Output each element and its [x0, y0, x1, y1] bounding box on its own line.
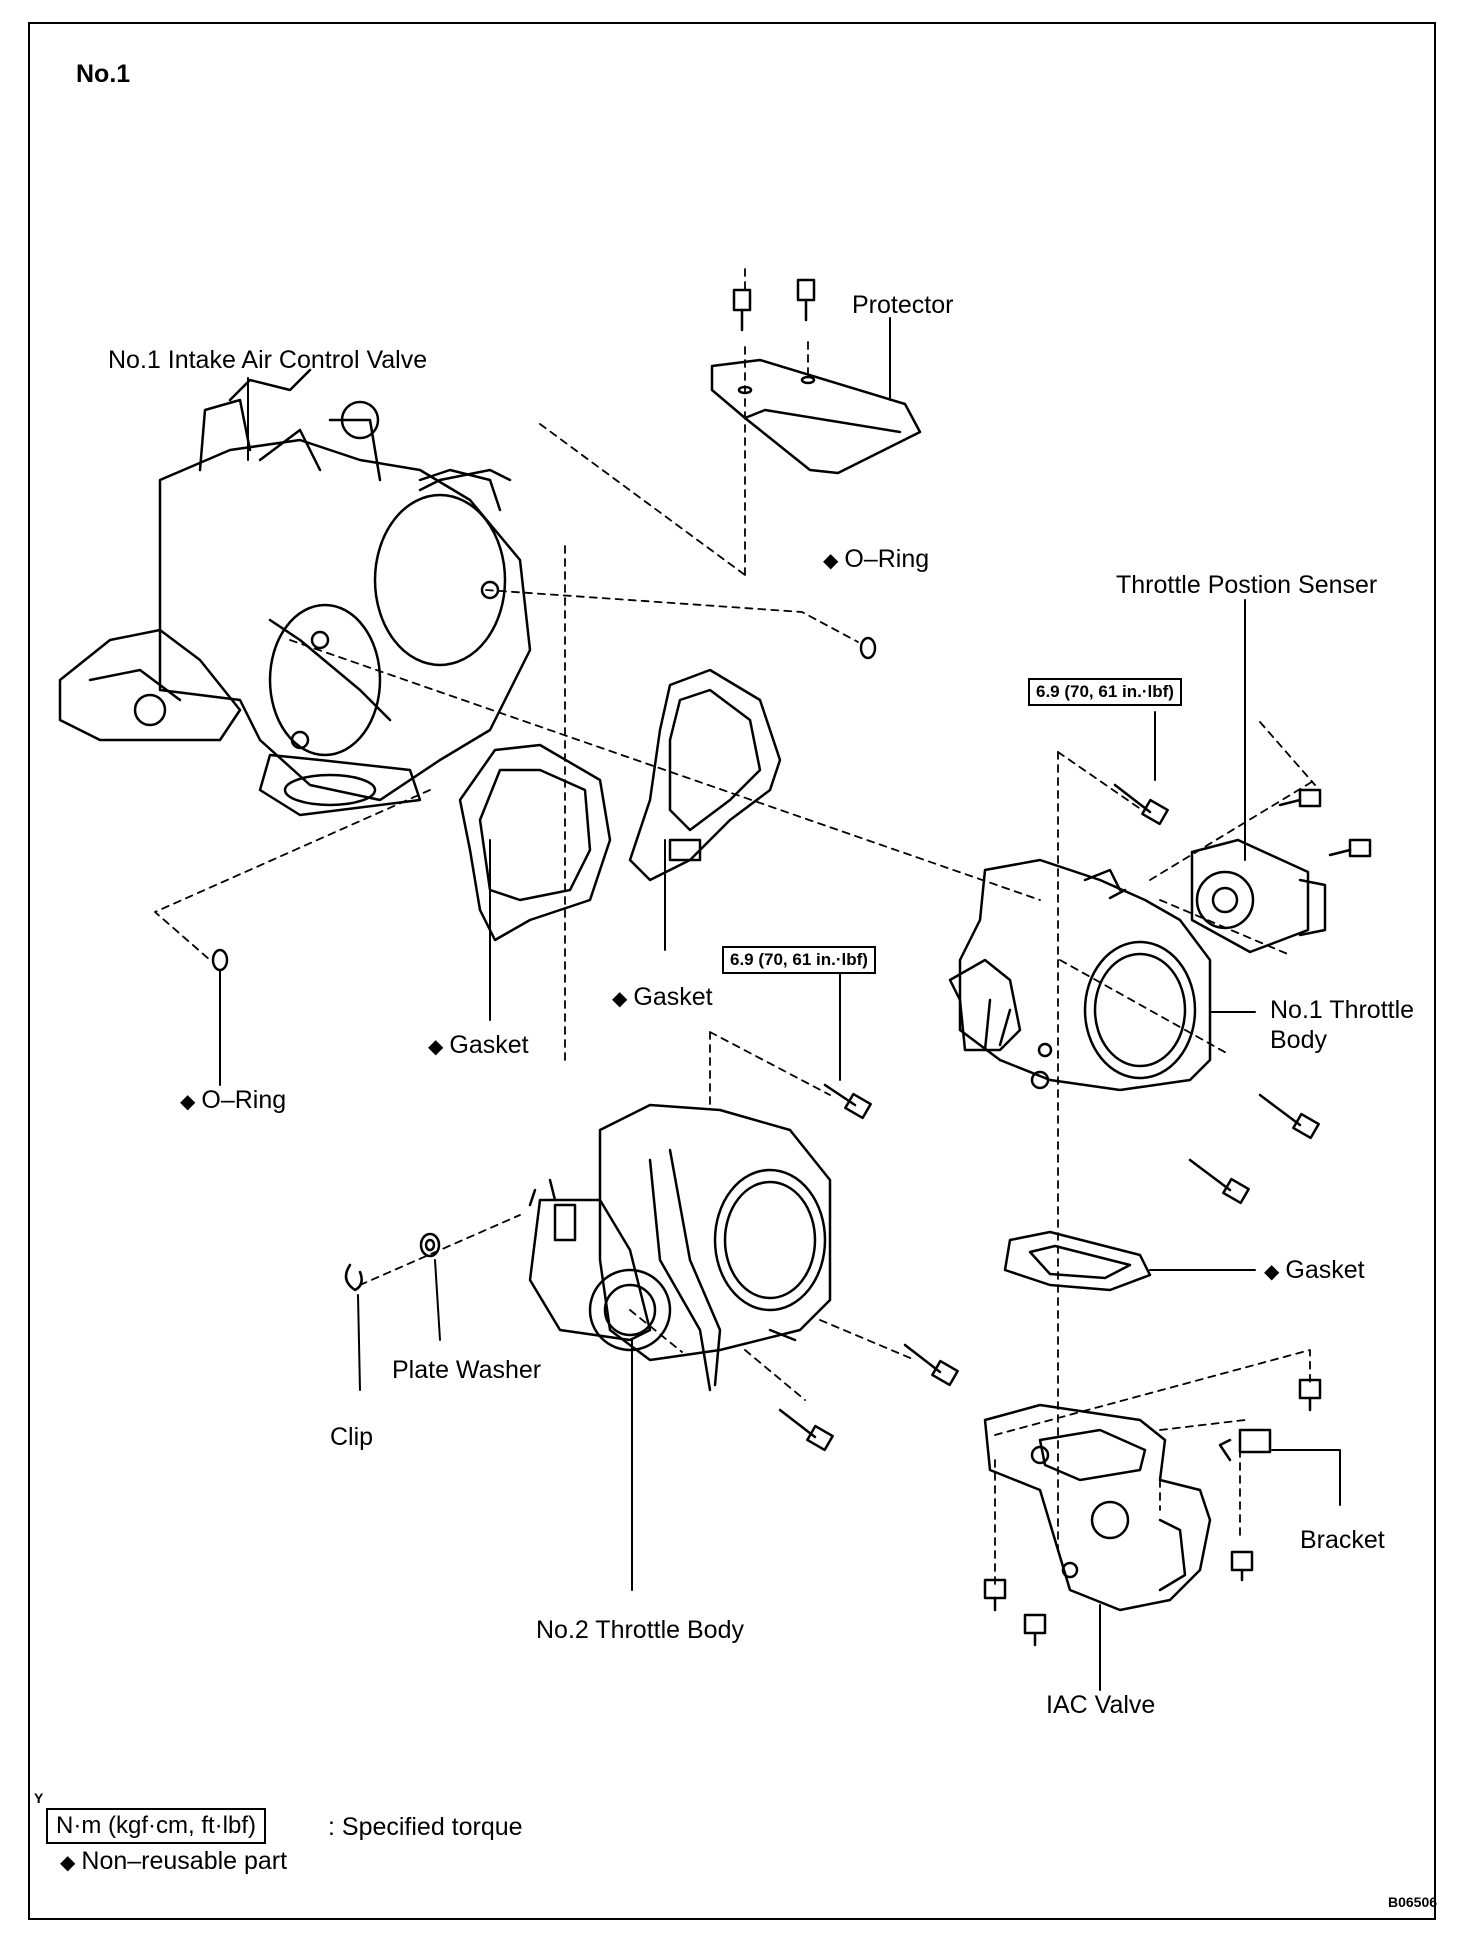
legend-torque-unit: N·m (kgf·cm, ft·lbf) [46, 1808, 266, 1844]
non-reusable-icon: ◆ [1264, 1261, 1280, 1283]
alignment-lines [154, 267, 1316, 1591]
label-protector: Protector [852, 291, 954, 319]
gasket-right-part [1003, 1230, 1152, 1292]
diagram-frame [28, 22, 1436, 1920]
iac-valve-part [983, 1378, 1322, 1647]
non-reusable-icon: ◆ [428, 1036, 444, 1058]
label-gasket-right: ◆Gasket [1264, 1256, 1365, 1284]
label-iac-valve: IAC Valve [1046, 1691, 1156, 1719]
bolts [778, 783, 1320, 1452]
legend-non-reusable: ◆Non–reusable part [60, 1847, 288, 1875]
diagram-code: B06506 [1388, 1894, 1438, 1910]
non-reusable-icon: ◆ [60, 1852, 76, 1874]
label-throttle-position-sensor: Throttle Postion Senser [1116, 571, 1378, 599]
o-ring-left-part [211, 948, 229, 972]
gasket-left-part [458, 743, 612, 942]
label-intake-air-control-valve: No.1 Intake Air Control Valve [108, 346, 428, 374]
diagram-title: No.1 [76, 60, 131, 88]
label-plate-washer: Plate Washer [392, 1356, 542, 1384]
legend-marker: Y [34, 1790, 44, 1806]
throttle-position-sensor-part [1190, 788, 1372, 954]
torque-box-top: 6.9 (70, 61 in.·lbf) [1028, 678, 1182, 706]
o-ring-top-part [859, 636, 877, 660]
leader-lines [219, 317, 1341, 1691]
intake-air-control-valve-part [58, 368, 532, 817]
clip-part [344, 1263, 363, 1292]
torque-box-middle: 6.9 (70, 61 in.·lbf) [722, 946, 876, 974]
non-reusable-icon: ◆ [180, 1091, 196, 1113]
label-gasket-middle: ◆Gasket [612, 983, 713, 1011]
non-reusable-icon: ◆ [612, 988, 628, 1010]
label-throttle-body-2: No.2 Throttle Body [536, 1616, 744, 1644]
label-o-ring-left: ◆O–Ring [180, 1086, 287, 1114]
throttle-body-2-part [528, 1103, 832, 1392]
label-o-ring-top: ◆O–Ring [823, 545, 930, 573]
throttle-body-1-part [948, 858, 1212, 1092]
legend-torque-description: : Specified torque [328, 1813, 523, 1841]
label-bracket: Bracket [1300, 1526, 1385, 1554]
protector-part [710, 278, 922, 475]
gasket-middle-part [628, 668, 782, 882]
label-clip: Clip [330, 1423, 374, 1451]
label-gasket-left: ◆Gasket [428, 1031, 529, 1059]
non-reusable-icon: ◆ [823, 550, 839, 572]
plate-washer-part [419, 1232, 441, 1258]
